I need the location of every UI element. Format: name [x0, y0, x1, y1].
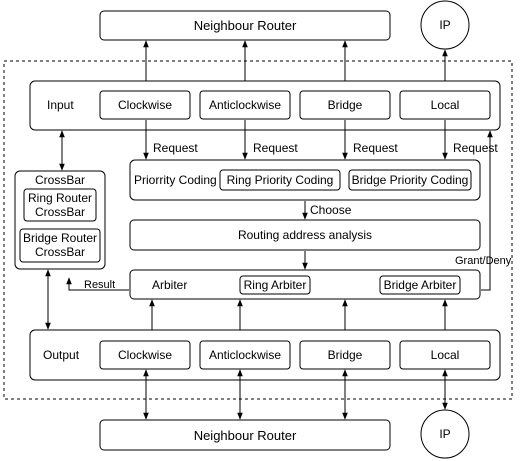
priority-coding-block: Priorrity Coding Ring Priority Coding Br… [129, 159, 481, 201]
input-port-anticlockwise-label: Anticlockwise [209, 98, 281, 112]
ring-priority-coding-label: Ring Priority Coding [227, 173, 334, 187]
bridge-router-crossbar-line1: Bridge Router [23, 231, 97, 245]
arbiter-label: Arbiter [152, 278, 187, 292]
output-port-anticlockwise-label: Anticlockwise [209, 348, 281, 362]
output-port-clockwise [99, 340, 191, 370]
neighbour-router-top-label: Neighbour Router [194, 18, 297, 33]
ring-arbiter [239, 275, 311, 295]
ring-priority-coding [219, 169, 341, 191]
ring-arbiter-label: Ring Arbiter [244, 278, 307, 292]
ring-router-crossbar-line1: Ring Router [28, 191, 92, 205]
ip-top: IP [420, 0, 470, 50]
bridge-router-crossbar-line2: CrossBar [35, 245, 85, 259]
bridge-arbiter [379, 275, 461, 295]
input-port-clockwise-label: Clockwise [118, 98, 172, 112]
request-label-3: Request [353, 141, 398, 155]
bridge-router-crossbar [19, 228, 101, 263]
bridge-priority-coding-label: Bridge Priority Coding [352, 173, 469, 187]
output-port-bridge-label: Bridge [328, 348, 363, 362]
input-port-bridge [299, 90, 391, 120]
ring-router-crossbar-line2: CrossBar [35, 205, 85, 219]
neighbour-router-top: Neighbour Router [99, 10, 391, 41]
input-port-anticlockwise [199, 90, 291, 120]
grant-deny-arrow [481, 130, 493, 291]
input-port-bridge-label: Bridge [328, 98, 363, 112]
output-port-clockwise-label: Clockwise [118, 348, 172, 362]
bridge-priority-coding [348, 169, 472, 191]
ring-router-crossbar [23, 188, 97, 222]
arbiter-block: Arbiter Ring Arbiter Bridge Arbiter [129, 269, 481, 300]
router-boundary [3, 60, 513, 400]
routing-analysis-label: Routing address analysis [238, 228, 372, 242]
bottom-links [143, 369, 448, 420]
choose-label: Choose [310, 203, 352, 217]
crossbar-title: CrossBar [35, 173, 85, 187]
priority-coding-label: Priorrity Coding [134, 173, 217, 187]
request-arrows [143, 120, 448, 160]
input-block: Input Clockwise Anticlockwise Bridge Loc… [29, 80, 501, 131]
output-port-local [399, 340, 491, 370]
input-label: Input [47, 98, 74, 112]
ip-bottom-label: IP [439, 427, 450, 441]
output-port-anticlockwise [199, 340, 291, 370]
output-block: Output Clockwise Anticlockwise Bridge Lo… [29, 329, 501, 381]
input-port-clockwise [99, 90, 191, 120]
bridge-arbiter-label: Bridge Arbiter [384, 278, 457, 292]
neighbour-router-bottom-label: Neighbour Router [194, 428, 297, 443]
output-label: Output [43, 348, 80, 362]
output-port-local-label: Local [431, 348, 460, 362]
ip-bottom: IP [420, 409, 470, 459]
request-label-4: Request [453, 141, 498, 155]
request-label-1: Request [153, 141, 198, 155]
crossbar-block: CrossBar Ring Router CrossBar Bridge Rou… [14, 170, 106, 270]
routing-analysis-block: Routing address analysis [129, 219, 481, 251]
grant-deny-label: Grant/Deny [455, 255, 512, 267]
ip-top-label: IP [439, 18, 450, 32]
input-port-local-label: Local [431, 98, 460, 112]
output-port-bridge [299, 340, 391, 370]
result-label: Result [84, 279, 115, 291]
neighbour-router-bottom: Neighbour Router [99, 419, 391, 451]
request-label-2: Request [253, 141, 298, 155]
result-arrow [66, 277, 129, 291]
input-port-local [399, 90, 491, 120]
